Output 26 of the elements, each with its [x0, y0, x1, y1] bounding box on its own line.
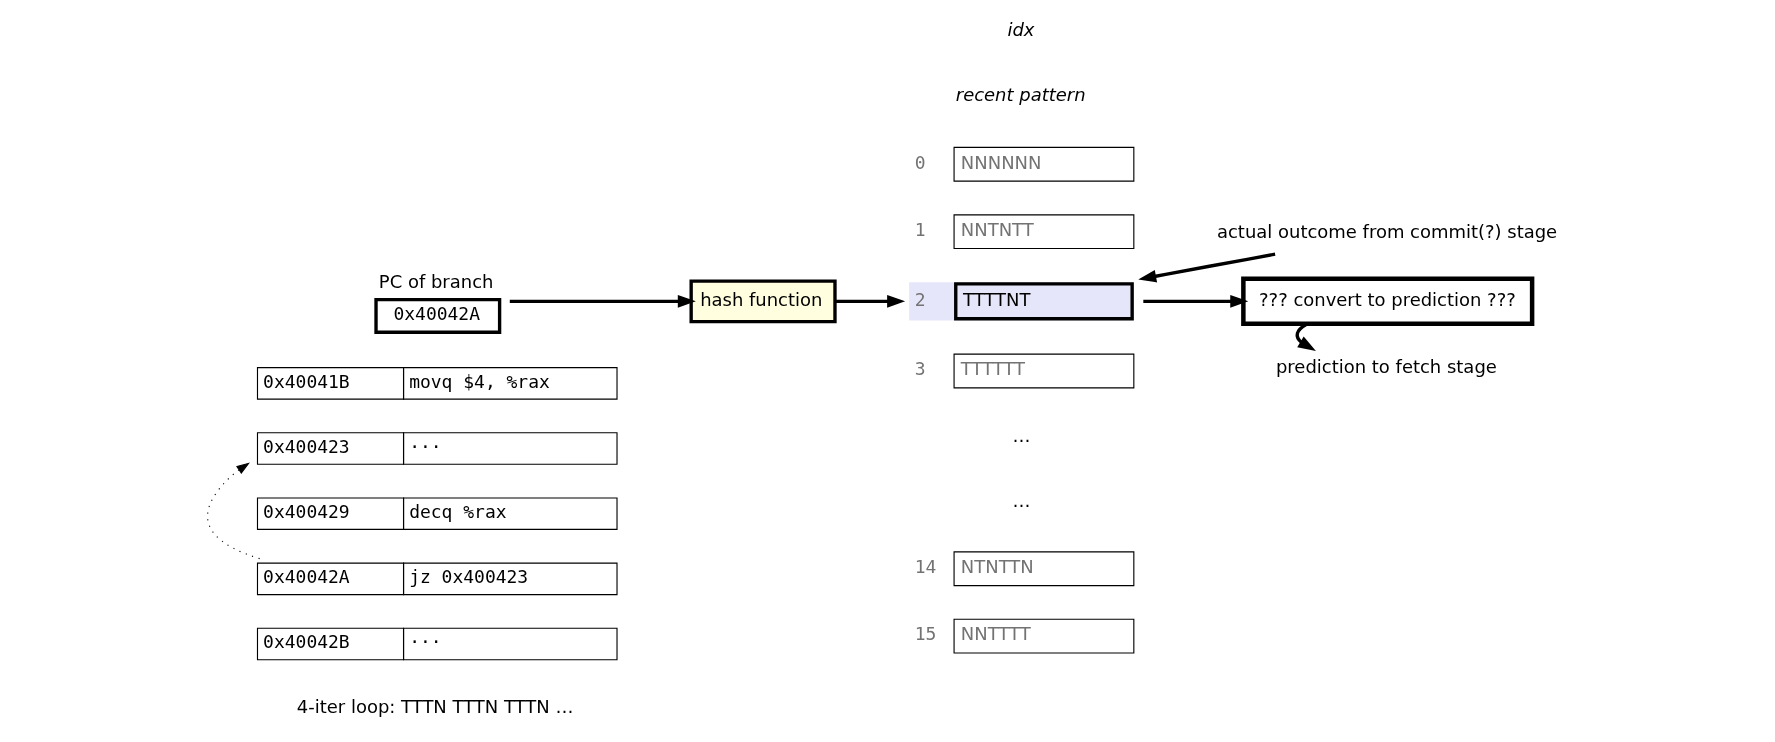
node-label: PC of branch: [378, 270, 494, 292]
node-box: 0x40042A: [374, 297, 502, 334]
node-box: NTNTTN: [953, 551, 1135, 587]
node-label: 14: [914, 556, 937, 578]
node-label: 1: [914, 218, 926, 240]
node-text: actual outcome from commit(?) stage: [1216, 221, 1558, 243]
arrow: [1143, 295, 1249, 308]
node-box: NNTNTT: [953, 214, 1135, 250]
node-box: NNNNNN: [953, 146, 1135, 182]
label: idx: [1007, 18, 1035, 40]
node-box: hash function: [689, 279, 837, 324]
node-label: 15: [914, 623, 937, 645]
node-text: prediction to fetch stage: [1275, 356, 1497, 378]
arrow: [509, 295, 696, 308]
arrow: [207, 462, 261, 560]
node-label: 3: [914, 358, 926, 380]
label: …: [1012, 424, 1031, 446]
label: …: [1012, 489, 1031, 511]
label: 4-iter loop: TTTN TTTN TTTN …: [296, 696, 574, 718]
node-box: ??? convert to prediction ???: [1241, 276, 1535, 327]
node-box: TTTTTT: [953, 353, 1135, 389]
arrow: [1138, 252, 1276, 283]
label: recent pattern: [955, 84, 1086, 106]
node-box: NNTTTT: [953, 618, 1135, 654]
node-label: 0: [914, 151, 926, 173]
arrow: [835, 295, 906, 308]
